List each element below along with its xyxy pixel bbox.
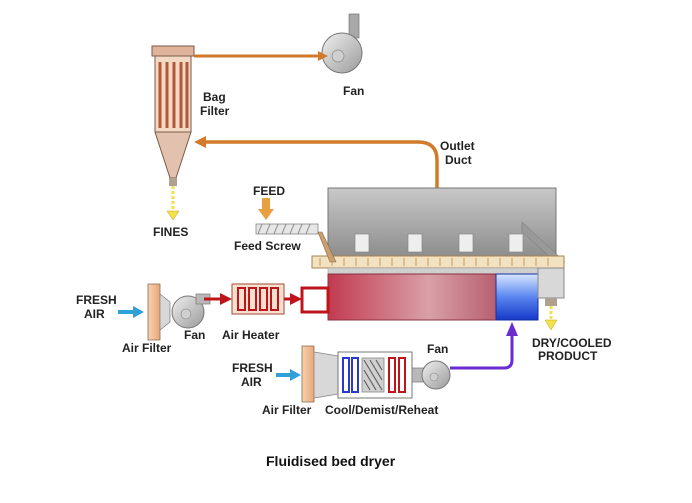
fines-arrow — [166, 186, 180, 221]
label-bag-filter-2: Filter — [200, 104, 230, 118]
bag-filter — [151, 45, 195, 186]
air-inlet-duct — [300, 286, 330, 314]
label-fines: FINES — [153, 225, 188, 239]
label-outlet-duct-1: Outlet — [440, 139, 475, 153]
label-air-filter-1: Air Filter — [122, 341, 172, 355]
fresh-air-arrow-2 — [276, 369, 301, 381]
label-fresh-air-1b: AIR — [84, 307, 105, 321]
product-arrow — [544, 306, 558, 331]
dryer-body — [311, 187, 566, 321]
label-feed: FEED — [253, 184, 285, 198]
fresh-air-arrow-1 — [118, 306, 144, 318]
label-cool-demist-reheat: Cool/Demist/Reheat — [325, 403, 438, 417]
top-fan — [321, 13, 363, 74]
label-outlet-duct-2: Duct — [445, 153, 472, 167]
exhaust-arrow-top — [318, 51, 328, 61]
outlet-duct-arrow — [194, 136, 206, 148]
label-fresh-air-1a: FRESH — [76, 293, 117, 307]
feed-screw — [255, 223, 337, 263]
cool-air-arrow — [506, 322, 518, 336]
label-fan-2: Fan — [427, 342, 448, 356]
label-fan-1: Fan — [184, 328, 205, 342]
label-feed-screw: Feed Screw — [234, 239, 301, 253]
fan-2 — [411, 360, 451, 390]
label-air-filter-2: Air Filter — [262, 403, 312, 417]
air-filter-2 — [301, 345, 339, 403]
label-air-heater: Air Heater — [222, 328, 280, 342]
feed-arrow — [258, 198, 274, 220]
air-filter-1 — [147, 283, 171, 341]
cool-demist-reheat-unit — [337, 351, 413, 399]
air-arrow-1b — [290, 293, 302, 305]
label-bag-filter-1: Bag — [203, 90, 226, 104]
label-fresh-air-2a: FRESH — [232, 361, 273, 375]
air-arrow-1a — [220, 293, 232, 305]
label-fan-top: Fan — [343, 84, 364, 98]
diagram-caption: Fluidised bed dryer — [266, 453, 396, 469]
label-fresh-air-2b: AIR — [241, 375, 262, 389]
outlet-duct-line — [204, 140, 439, 188]
fan-1 — [171, 293, 211, 329]
label-product-1: DRY/COOLED — [532, 336, 612, 350]
air-heater — [231, 283, 285, 315]
label-product-2: PRODUCT — [538, 349, 598, 363]
cool-air-line — [450, 334, 514, 370]
